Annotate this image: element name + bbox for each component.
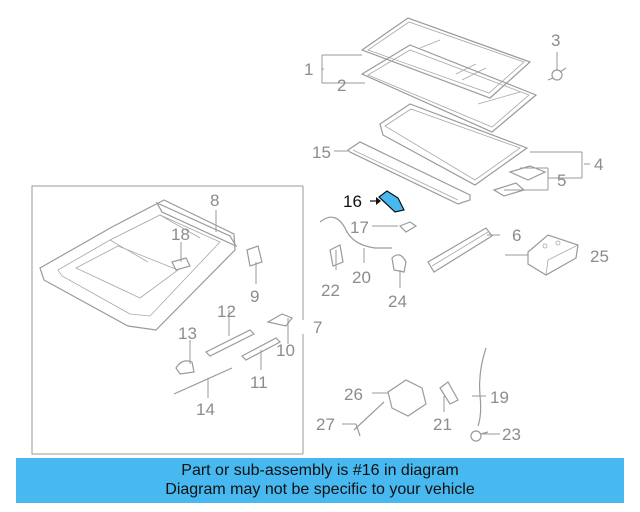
part-19 bbox=[477, 347, 487, 427]
callout-5: 5 bbox=[557, 171, 566, 190]
callout-7: 7 bbox=[313, 318, 322, 337]
callout-25: 25 bbox=[590, 247, 609, 266]
callout-17: 17 bbox=[350, 218, 369, 237]
callout-26: 26 bbox=[344, 385, 363, 404]
callout-23: 23 bbox=[502, 425, 521, 444]
callout-15: 15 bbox=[312, 143, 331, 162]
callout-10: 10 bbox=[276, 341, 295, 360]
part-16-highlighted bbox=[370, 190, 405, 213]
callout-21: 21 bbox=[433, 415, 452, 434]
info-banner: Part or sub-assembly is #16 in diagram D… bbox=[16, 458, 624, 503]
banner-line-1: Part or sub-assembly is #16 in diagram bbox=[181, 462, 459, 479]
part-22 bbox=[329, 244, 344, 267]
callout-3: 3 bbox=[551, 31, 560, 50]
callout-2: 2 bbox=[337, 76, 346, 95]
callout-20: 20 bbox=[352, 268, 371, 287]
part-17 bbox=[398, 221, 418, 233]
callout-22: 22 bbox=[321, 281, 340, 300]
callout-12: 12 bbox=[217, 302, 236, 321]
callout-24: 24 bbox=[388, 292, 407, 311]
part-24 bbox=[391, 254, 407, 273]
callout-1: 1 bbox=[304, 60, 313, 79]
parts-diagram: 1 2 3 4 5 6 7 8 9 10 11 12 13 14 15 16 1… bbox=[31, 17, 609, 455]
banner-line-2: Diagram may not be specific to your vehi… bbox=[165, 481, 475, 498]
callout-9: 9 bbox=[250, 287, 259, 306]
part-27 bbox=[353, 401, 385, 437]
part-2-seal bbox=[360, 44, 538, 133]
part-23 bbox=[470, 430, 489, 442]
callout-11: 11 bbox=[250, 373, 268, 392]
part-6-bracket bbox=[427, 227, 493, 273]
callout-27: 27 bbox=[316, 415, 335, 434]
part-25-motor bbox=[527, 234, 579, 276]
callout-6: 6 bbox=[512, 226, 521, 245]
part-26 bbox=[387, 379, 427, 417]
callout-13: 13 bbox=[178, 324, 197, 343]
callout-14: 14 bbox=[196, 400, 215, 419]
callout-8: 8 bbox=[210, 191, 219, 210]
callout-16-highlighted: 16 bbox=[343, 192, 362, 211]
callout-19: 19 bbox=[490, 388, 509, 407]
callout-18: 18 bbox=[171, 225, 190, 244]
part-20-cable bbox=[319, 216, 392, 249]
part-4-panel bbox=[379, 103, 529, 186]
leader-lines bbox=[180, 52, 590, 435]
part-15-rail bbox=[347, 141, 471, 205]
callout-labels: 1 2 3 4 5 6 7 8 9 10 11 12 13 14 15 16 1… bbox=[171, 31, 609, 444]
part-5-clips bbox=[492, 165, 547, 197]
assembly-7-box bbox=[31, 185, 304, 455]
part-21 bbox=[439, 381, 459, 405]
callout-4: 4 bbox=[594, 155, 603, 174]
